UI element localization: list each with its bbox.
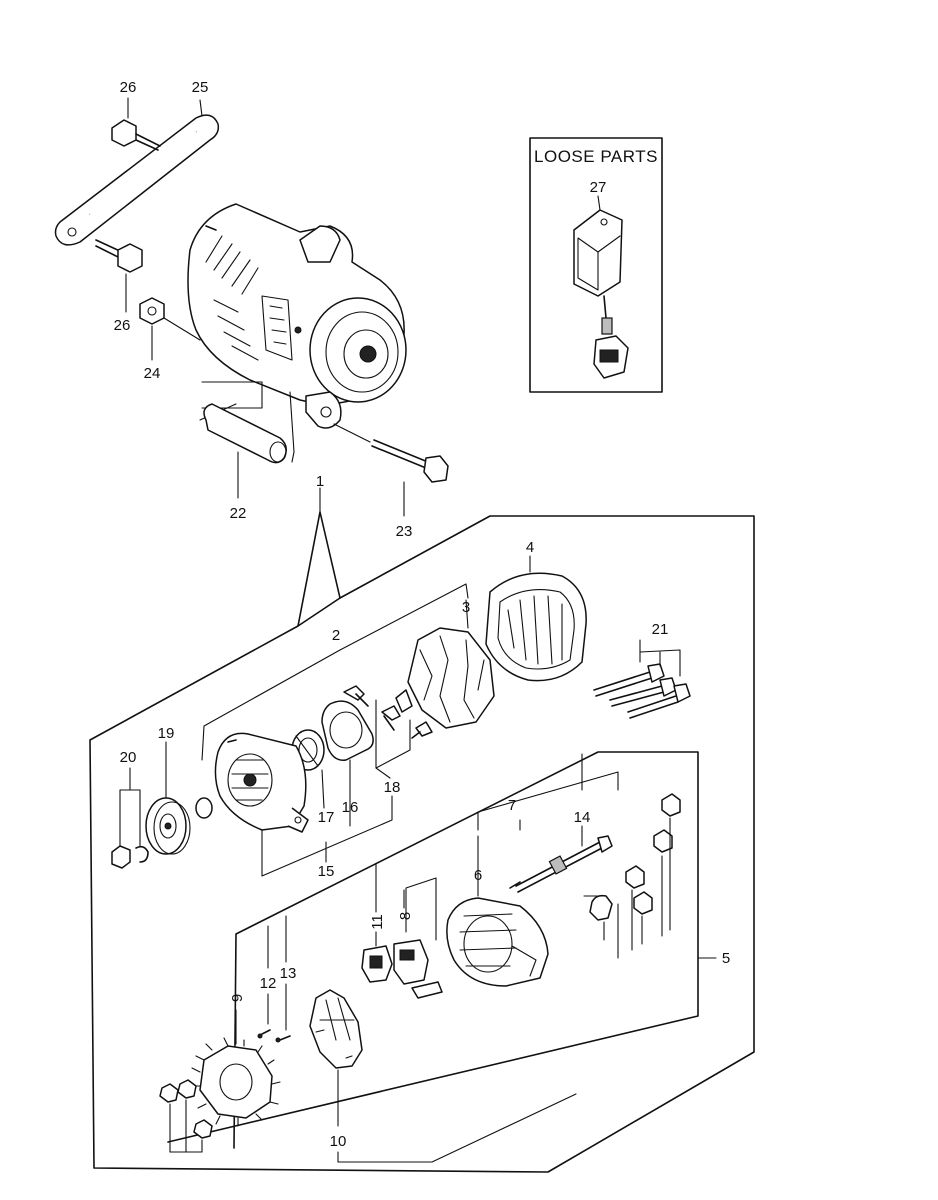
part-6-rear-housing xyxy=(446,835,549,987)
part-20-nut-and-washer xyxy=(111,767,149,869)
loose-parts-box: LOOSE PARTS xyxy=(529,137,663,393)
part-25-adjusting-bracket xyxy=(54,99,220,246)
part-24-nut xyxy=(139,297,201,361)
part-1-alternator-assembly xyxy=(187,203,407,429)
callout-9: 9 xyxy=(229,994,246,1002)
callout-15: 15 xyxy=(318,863,335,880)
callout-16: 16 xyxy=(342,799,359,816)
part-14-terminal-bolt xyxy=(509,825,613,893)
part-19-pulley xyxy=(145,741,191,855)
part-21-through-bolts xyxy=(593,639,691,719)
callout-21: 21 xyxy=(652,621,669,638)
callout-26-top: 26 xyxy=(120,79,137,96)
callout-27: 27 xyxy=(590,179,607,196)
callout-24: 24 xyxy=(144,365,161,382)
callout-labels: 1 2 3 4 5 6 7 8 9 10 11 12 13 14 15 16 1… xyxy=(114,79,731,1150)
part-18-screws xyxy=(343,685,433,779)
part-2-front-housing xyxy=(214,732,309,833)
callout-10: 10 xyxy=(330,1133,347,1150)
callout-11: 11 xyxy=(369,914,386,930)
part-16-cover-plate xyxy=(321,700,374,827)
part-4-stator xyxy=(485,555,587,682)
callout-13: 13 xyxy=(280,965,297,982)
callout-4: 4 xyxy=(526,539,534,556)
part-12-13-pins xyxy=(257,915,291,1043)
part-11-brush-holder xyxy=(361,863,393,983)
callout-5: 5 xyxy=(722,950,730,967)
callout-14: 14 xyxy=(574,809,591,826)
callout-19: 19 xyxy=(158,725,175,742)
callout-17: 17 xyxy=(318,809,335,826)
loose-parts-frame xyxy=(529,137,663,393)
callout-8: 8 xyxy=(397,912,414,920)
callout-6: 6 xyxy=(474,867,482,884)
part-insulators-right xyxy=(583,793,681,959)
part-8-regulator xyxy=(393,877,443,999)
leader-part-15 xyxy=(261,795,393,877)
part-26-bolt-lower xyxy=(95,239,143,313)
callout-1: 1 xyxy=(316,473,324,490)
part-22-collar xyxy=(201,381,295,499)
leader-part-7 xyxy=(477,771,619,831)
callout-3: 3 xyxy=(462,599,470,616)
callout-7: 7 xyxy=(508,797,516,814)
callout-2: 2 xyxy=(332,627,340,644)
callout-18: 18 xyxy=(384,779,401,796)
callout-23: 23 xyxy=(396,523,413,540)
callout-12: 12 xyxy=(260,975,277,992)
part-27-regulator-module xyxy=(573,209,629,379)
callout-22: 22 xyxy=(230,505,247,522)
part-10-insulator-plate xyxy=(309,989,363,1127)
callout-20: 20 xyxy=(120,749,137,766)
exploded-view-frame xyxy=(89,515,755,1173)
part-spacer xyxy=(195,797,213,819)
part-26-bolt-top xyxy=(111,97,161,151)
part-3-rotor xyxy=(395,599,495,729)
part-9-rectifier xyxy=(191,1009,281,1127)
leader-part-1 xyxy=(297,487,341,627)
callout-26-lower: 26 xyxy=(114,317,131,334)
rear-housing-subassy-frame xyxy=(167,751,699,1149)
part-nuts-bottom-left xyxy=(159,1079,213,1153)
loose-parts-title: LOOSE PARTS xyxy=(534,147,658,166)
callout-25: 25 xyxy=(192,79,209,96)
part-23-through-bolt xyxy=(333,423,449,517)
